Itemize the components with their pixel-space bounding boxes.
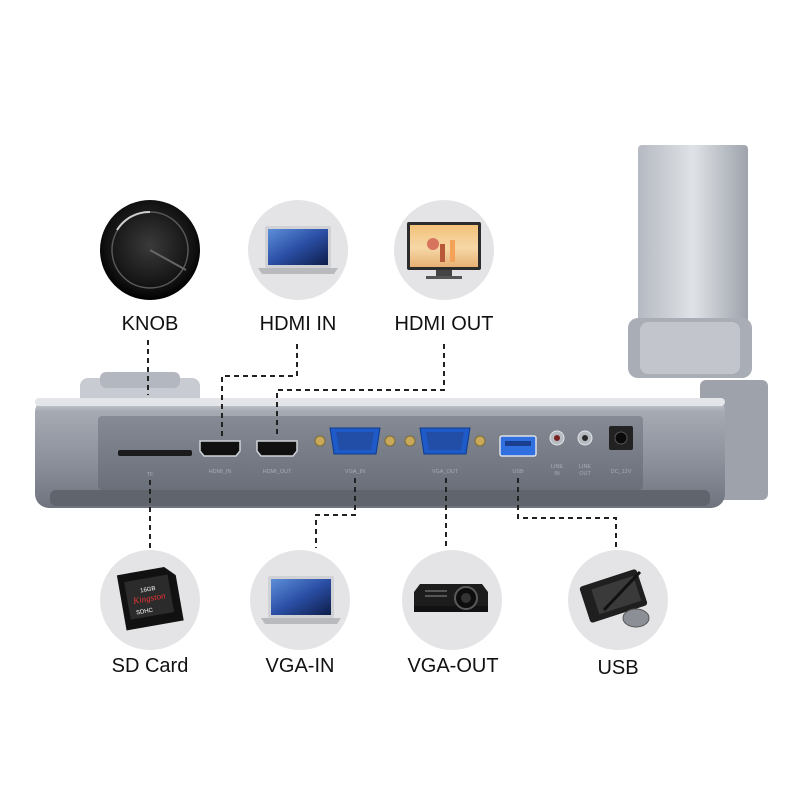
hdmi-out-port <box>256 440 298 457</box>
leader-lines <box>147 340 617 548</box>
port-label-line-out-1: LINE <box>579 464 592 470</box>
tablet-mouse-icon-usb <box>568 550 668 650</box>
port-label-sd: TF <box>147 472 154 478</box>
callout-sd-card: SD Card <box>111 655 189 677</box>
port-label-vga-in: VGA_IN <box>345 469 365 475</box>
port-label-hdmi-out: HDMI_OUT <box>263 469 292 475</box>
callout-knob: KNOB <box>121 313 179 335</box>
leader-vga-in <box>315 478 356 548</box>
leader-usb <box>517 478 617 548</box>
sd-card-type: SDHC <box>136 608 154 617</box>
callout-usb: USB <box>597 657 639 679</box>
projector-icon-vga-out <box>402 550 502 650</box>
vga-in-port <box>314 427 396 455</box>
sd-slot <box>118 450 192 456</box>
callout-vga-out: VGA-OUT <box>407 655 499 677</box>
tv-icon-hdmi-out <box>394 200 494 300</box>
hdmi-in-port <box>199 440 241 457</box>
ports: TF HDMI_IN HDMI_OUT VGA_IN VGA_OUT USB <box>118 426 633 478</box>
vga-out-port <box>404 427 486 455</box>
knob-icon <box>100 200 200 300</box>
leader-hdmi-in <box>221 344 298 436</box>
laptop-icon-hdmi-in <box>248 200 348 300</box>
port-label-line-in-1: LINE <box>551 464 564 470</box>
port-label-dc: DC_12V <box>611 469 632 475</box>
port-label-vga-out: VGA_OUT <box>432 469 459 475</box>
port-label-line-out-2: OUT <box>579 471 591 477</box>
port-label-hdmi-in: HDMI_IN <box>209 469 232 475</box>
sd-card-icon: 16GB Kingston SDHC <box>100 550 200 650</box>
leader-hdmi-out <box>276 344 445 436</box>
callout-vga-in: VGA-IN <box>265 655 335 677</box>
callout-hdmi-out: HDMI OUT <box>394 313 494 335</box>
port-label-line-in-2: IN <box>554 471 560 477</box>
callout-hdmi-in: HDMI IN <box>259 313 337 335</box>
port-label-usb: USB <box>512 469 524 475</box>
laptop-icon-vga-in <box>250 550 350 650</box>
sd-card-size: 16GB <box>140 586 156 595</box>
